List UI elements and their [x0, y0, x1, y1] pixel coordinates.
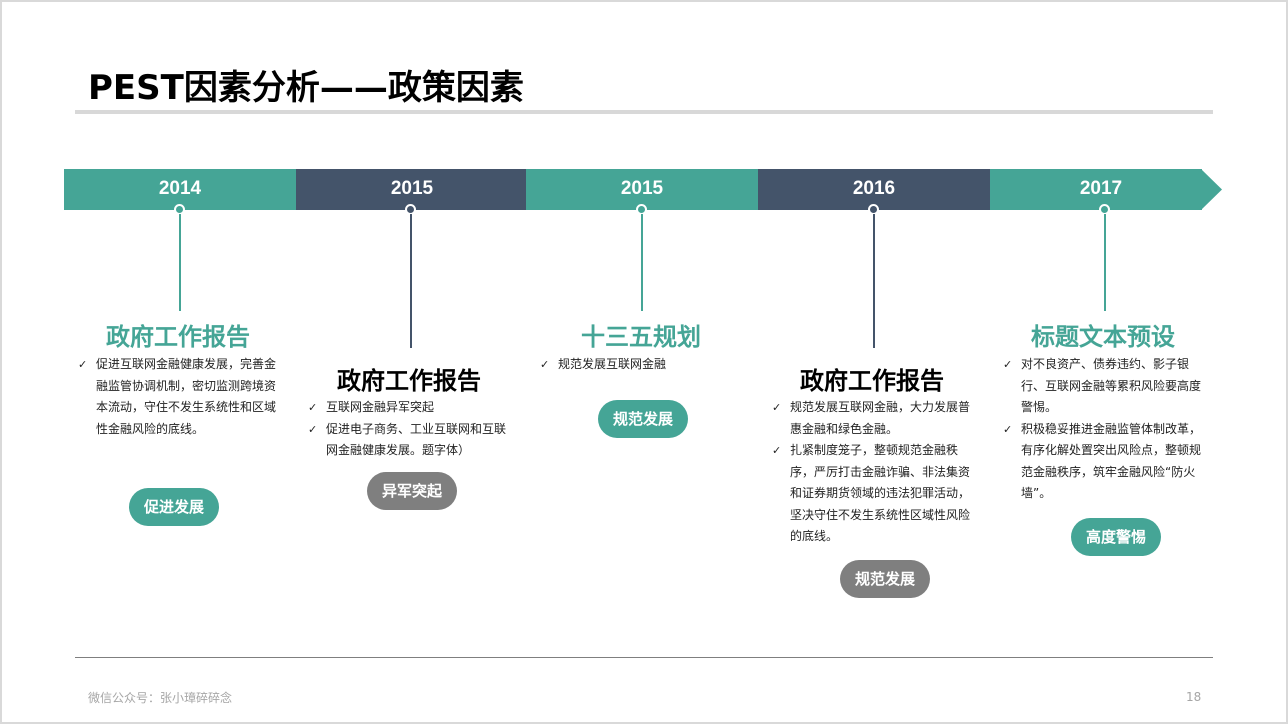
tag-pill-2016: 规范发展 — [840, 560, 930, 598]
tag-pill-2014: 促进发展 — [129, 488, 219, 526]
item-heading-2015b: 十三五规划 — [581, 323, 701, 351]
item-bullets-2017: 对不良资产、债券违约、影子银行、互联网金融等累积风险要高度警惕。 积极稳妥推进金… — [1003, 354, 1207, 505]
item-heading-2014: 政府工作报告 — [106, 323, 250, 351]
item-heading-2015a: 政府工作报告 — [337, 367, 481, 395]
item-bullets-2015a: 互联网金融异军突起 促进电子商务、工业互联网和互联网金融健康发展。题字体） — [308, 397, 514, 462]
bullet-item: 扎紧制度笼子，整顿规范金融秩序，严厉打击金融诈骗、非法集资和证券期货领域的违法犯… — [772, 440, 976, 548]
bullet-item: 积极稳妥推进金融监管体制改革，有序化解处置突出风险点，整顿规范金融秩序，筑牢金融… — [1003, 419, 1207, 505]
timeline-segment-2014 — [64, 169, 296, 210]
bullet-item: 规范发展互联网金融，大力发展普惠金融和绿色金融。 — [772, 397, 976, 440]
tag-pill-2017: 高度警惕 — [1071, 518, 1161, 556]
year-label-5: 2017 — [1079, 178, 1123, 199]
timeline-segment-2015b — [526, 169, 758, 210]
bullet-item: 促进互联网金融健康发展，完善金融监管协调机制，密切监测跨境资本流动，守住不发生系… — [78, 354, 280, 440]
footer-divider — [75, 657, 1213, 658]
connector-line-1 — [179, 214, 181, 311]
year-label-4: 2016 — [852, 178, 896, 199]
year-label-3: 2015 — [620, 178, 664, 199]
tag-pill-2015b: 规范发展 — [598, 400, 688, 438]
tag-pill-2015a: 异军突起 — [367, 472, 457, 510]
connector-line-3 — [641, 214, 643, 311]
year-label-2: 2015 — [390, 178, 434, 199]
bullet-item: 对不良资产、债券违约、影子银行、互联网金融等累积风险要高度警惕。 — [1003, 354, 1207, 419]
timeline-segment-2016 — [758, 169, 990, 210]
item-heading-2016: 政府工作报告 — [800, 367, 944, 395]
connector-line-4 — [873, 214, 875, 348]
item-bullets-2015b: 规范发展互联网金融 — [540, 354, 740, 376]
bullet-item: 规范发展互联网金融 — [540, 354, 740, 376]
timeline-segment-2015a — [296, 169, 526, 210]
slide-title: PEST因素分析——政策因素 — [88, 68, 524, 108]
bullet-item: 促进电子商务、工业互联网和互联网金融健康发展。题字体） — [308, 419, 514, 462]
bullet-item: 互联网金融异军突起 — [308, 397, 514, 419]
item-heading-2017: 标题文本预设 — [1031, 323, 1175, 351]
connector-line-2 — [410, 214, 412, 348]
page-number: 18 — [1186, 690, 1202, 704]
year-label-1: 2014 — [158, 178, 202, 199]
item-bullets-2016: 规范发展互联网金融，大力发展普惠金融和绿色金融。 扎紧制度笼子，整顿规范金融秩序… — [772, 397, 976, 548]
timeline-segment-2017 — [990, 169, 1202, 210]
footer-credit: 微信公众号：张小璋碎碎念 — [88, 691, 233, 705]
timeline-arrow-head — [1201, 169, 1222, 210]
connector-line-5 — [1104, 214, 1106, 311]
title-underline — [75, 110, 1213, 114]
item-bullets-2014: 促进互联网金融健康发展，完善金融监管协调机制，密切监测跨境资本流动，守住不发生系… — [78, 354, 280, 440]
